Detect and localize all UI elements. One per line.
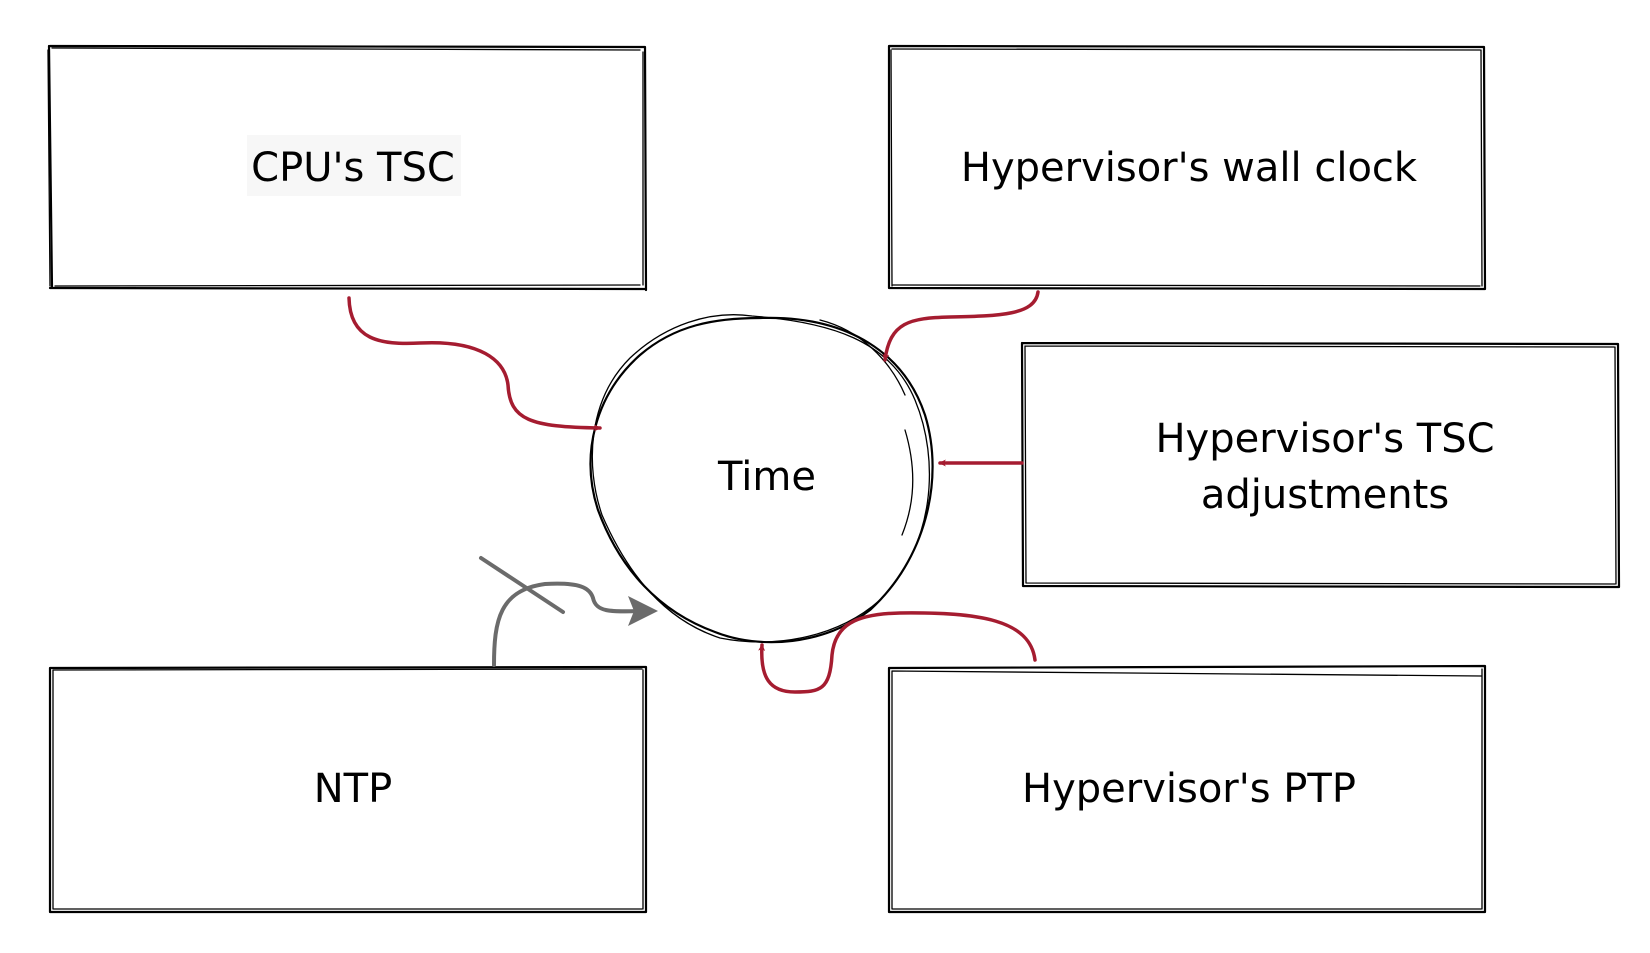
node-time[interactable]: Time	[589, 314, 934, 644]
node-label: NTP	[314, 766, 392, 812]
edge-ntp-to-time-crossed-out	[479, 556, 658, 667]
edge-hv-ptp-to-time	[758, 611, 1037, 694]
node-label: CPU's TSC	[251, 145, 455, 191]
node-ntp[interactable]: NTP	[48, 665, 648, 914]
edge-ntp-path	[492, 581, 642, 667]
arrowhead-gray	[628, 596, 658, 626]
node-label: Hypervisor's wall clock	[961, 145, 1418, 191]
node-cpu-tsc[interactable]: CPU's TSC	[47, 44, 648, 292]
node-label-line-1: Hypervisor's TSC	[1155, 416, 1494, 462]
node-hv-ptp[interactable]: Hypervisor's PTP	[887, 664, 1487, 914]
edge-hv-wall-clock-to-time	[882, 290, 1040, 362]
node-hv-wall-clock[interactable]: Hypervisor's wall clock	[887, 44, 1487, 291]
node-hv-tsc-adj[interactable]: Hypervisor's TSC adjustments	[1020, 341, 1621, 589]
label-highlight	[247, 135, 461, 196]
node-label: Hypervisor's PTP	[1022, 766, 1356, 812]
node-label-line-2: adjustments	[1201, 472, 1449, 518]
strike-through-mark	[479, 556, 565, 614]
time-label: Time	[717, 454, 816, 500]
edge-cpu-tsc-to-time	[347, 296, 602, 432]
